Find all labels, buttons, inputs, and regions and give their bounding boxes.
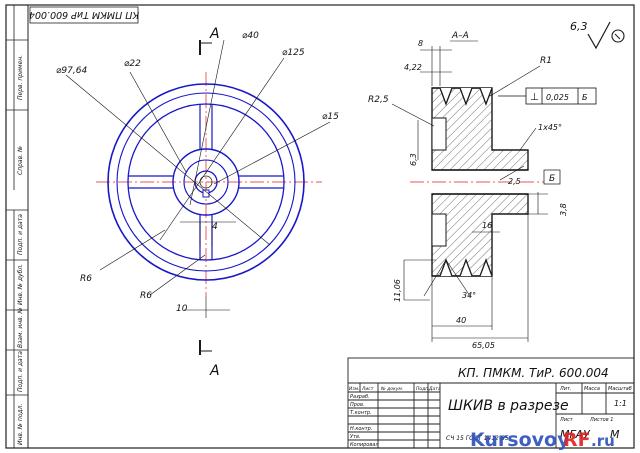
watermark-main: Kursovoy [470, 429, 570, 451]
tol-datum: Б [582, 93, 588, 102]
sd-8: 8 [418, 39, 423, 48]
tol-symbol: ⊥ [530, 92, 539, 103]
sd-16: 16 [482, 221, 492, 230]
sd-1106: 11,06 [393, 279, 402, 302]
side-label-3: Подп. и дата [17, 214, 24, 255]
tb-head-izm: Изм. [349, 386, 360, 392]
tb-material: СЧ 15 ГОСТ 1412-85 [446, 435, 509, 442]
dim-d40: ⌀40 [242, 31, 259, 41]
side-label-7: Инв. № подл. [17, 404, 24, 445]
tb-sheets: Листов 1 [589, 417, 613, 423]
sd-422: 4,22 [404, 63, 422, 72]
tb-head-doc: № докум. [380, 386, 403, 392]
section-mark-top: А [199, 26, 220, 55]
side-label-4: Инв. № дубл. [17, 264, 24, 305]
dim-d97: ⌀97,64 [56, 66, 87, 76]
sd-38: 3,8 [559, 203, 568, 216]
sd-25: 2,5 [508, 177, 521, 186]
sd-6505: 65,05 [472, 341, 495, 350]
sd-angle: 34° [462, 291, 476, 300]
tb-fmt-label: Копировал [350, 442, 379, 448]
tb-scale: 1:1 [614, 399, 627, 408]
bore-inner [199, 175, 213, 189]
web-gap-upper [431, 117, 447, 151]
sd-40: 40 [456, 316, 466, 325]
sd-datum: Б [549, 174, 555, 184]
left-margin-labels: Перв. примен. Справ. № Подп. и дата Инв.… [17, 55, 24, 445]
dim-d125: ⌀125 [282, 48, 305, 58]
section-letter-bottom: А [209, 363, 220, 379]
top-stamp-text: КП ПМКМ ТиР 600.004 [29, 9, 139, 20]
tb-doc-number: КП. ПМКМ. ТиР. 600.004 [458, 366, 609, 380]
tol-value: 0,025 [546, 93, 569, 102]
sheet-frame [5, 4, 635, 449]
tb-group: М [610, 428, 620, 441]
tb-role-dev: Разраб. [350, 394, 370, 400]
tb-head-list: Лист [361, 386, 374, 392]
surface-finish-value: 6,3 [570, 20, 588, 33]
section-lower-grooves [432, 258, 493, 277]
section-view: А–А [368, 31, 597, 350]
inner-frame [27, 4, 635, 449]
tb-scale-label: Масштаб [608, 386, 632, 392]
side-label-1: Перв. примен. [17, 55, 24, 100]
keyway [202, 189, 210, 198]
section-letter-top: А [209, 26, 220, 42]
outer-rim [107, 83, 305, 281]
title-block-text: КП. ПМКМ. ТиР. 600.004 ШКИВ в разрезе Из… [349, 366, 632, 448]
tb-role-ncontr: Н.контр. [350, 426, 372, 432]
section-mark-bottom: А [199, 340, 220, 379]
tb-role-check: Пров. [350, 402, 365, 408]
web-gap-lower [431, 213, 447, 247]
tolerance-frame: ⊥ 0,025 Б [498, 87, 597, 105]
section-dim-lines [391, 46, 548, 342]
front-dim-lines [65, 39, 331, 318]
sd-chamfer: 1x45° [538, 123, 562, 132]
tb-name: ШКИВ в разрезе [448, 398, 569, 414]
tb-org: МГАУ [560, 428, 591, 441]
watermark: Kursovoy RF .ru [470, 429, 615, 451]
tb-role-tcontr: Т.контр. [350, 410, 372, 416]
spokes [128, 104, 284, 260]
side-label-2: Справ. № [17, 146, 24, 175]
front-view: ⌀40 ⌀125 ⌀22 ⌀97,64 ⌀15 4 R6 R6 10 А А [56, 26, 339, 379]
tb-head-date: Дата [428, 386, 441, 392]
side-label-5: Взам. инв. № [17, 307, 24, 348]
sd-63: 6,3 [409, 153, 418, 166]
surface-finish-mark: 6,3 [570, 20, 625, 50]
hub-outer [172, 148, 240, 216]
tb-role-appr: Утв. [350, 434, 361, 440]
tb-mass: Масса [584, 386, 600, 392]
dim-w4: 4 [212, 222, 218, 232]
dim-d22: ⌀22 [124, 59, 141, 69]
top-stamp: КП ПМКМ ТиР 600.004 [29, 6, 139, 24]
side-label-6: Подп. и дата [17, 351, 24, 392]
rim-inner [127, 103, 285, 261]
title-block [347, 357, 635, 449]
sd-r25: R2,5 [368, 95, 389, 105]
hub-inner [183, 159, 229, 205]
tb-lit: Лит. [559, 386, 572, 392]
left-margin-stamp [6, 5, 28, 448]
tb-head-sign: Подп. [416, 386, 430, 392]
section-upper-grooves [432, 87, 493, 106]
dim-r6a: R6 [80, 274, 92, 284]
dim-r6b: R6 [140, 291, 152, 301]
watermark-ru: .ru [591, 432, 615, 450]
sd-r1: R1 [540, 56, 552, 66]
dim-w10: 10 [176, 304, 188, 314]
watermark-rf: RF [563, 429, 591, 451]
section-title: А–А [451, 31, 469, 41]
dim-d15: ⌀15 [322, 112, 339, 122]
rim-groove [116, 92, 296, 272]
tb-sheet: Лист [559, 417, 574, 423]
